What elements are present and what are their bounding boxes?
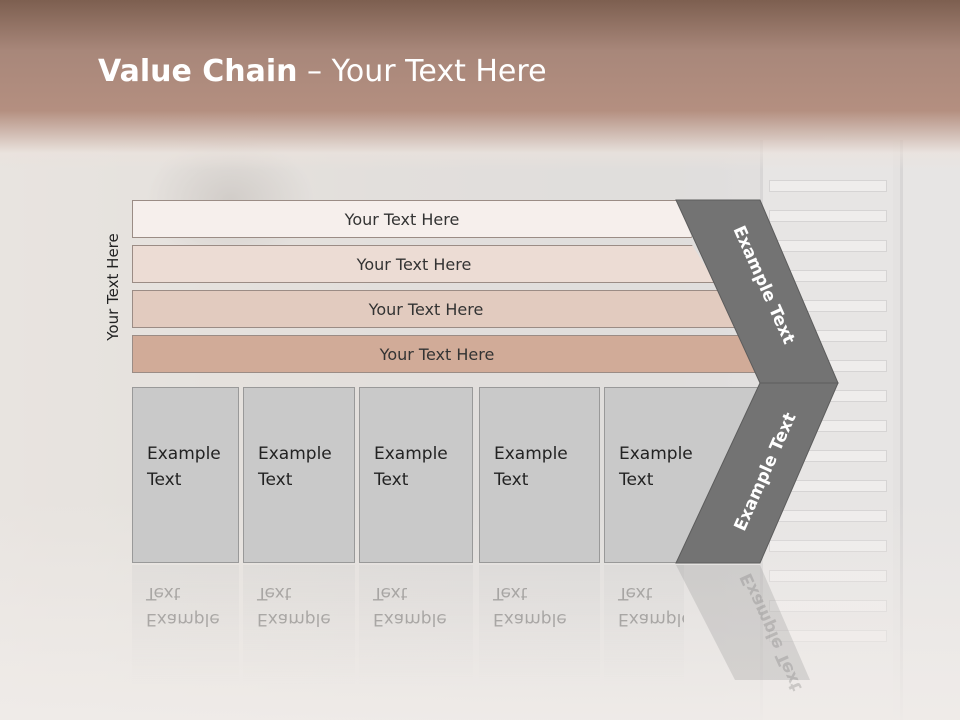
column-text: Example <box>619 444 693 464</box>
column-text: Example <box>258 444 332 464</box>
column-text: Text <box>494 470 529 490</box>
column-text: Text <box>619 470 654 490</box>
chevron-reflection <box>676 565 810 680</box>
row-label: Your Text Here <box>344 209 460 229</box>
header-band <box>0 0 960 170</box>
column-text: Example <box>494 444 568 464</box>
slide-title: Value Chain – Your Text Here <box>98 54 547 89</box>
column-text: Text <box>374 470 409 490</box>
value-row-4: Your Text Here <box>132 335 762 373</box>
title-rest: – Your Text Here <box>297 54 547 89</box>
value-row-1: Your Text Here <box>132 200 692 238</box>
row-label: Your Text Here <box>379 344 495 364</box>
column-text: Text <box>258 470 293 490</box>
row-label: Your Text Here <box>356 254 472 274</box>
title-bold: Value Chain <box>98 54 298 89</box>
column-text: Example <box>374 444 448 464</box>
value-row-3: Your Text Here <box>132 290 740 328</box>
chevron-bottom <box>675 382 839 564</box>
column-text: Example <box>147 444 221 464</box>
row-label: Your Text Here <box>368 299 484 319</box>
column-text: Text <box>147 470 182 490</box>
value-row-2: Your Text Here <box>132 245 716 283</box>
